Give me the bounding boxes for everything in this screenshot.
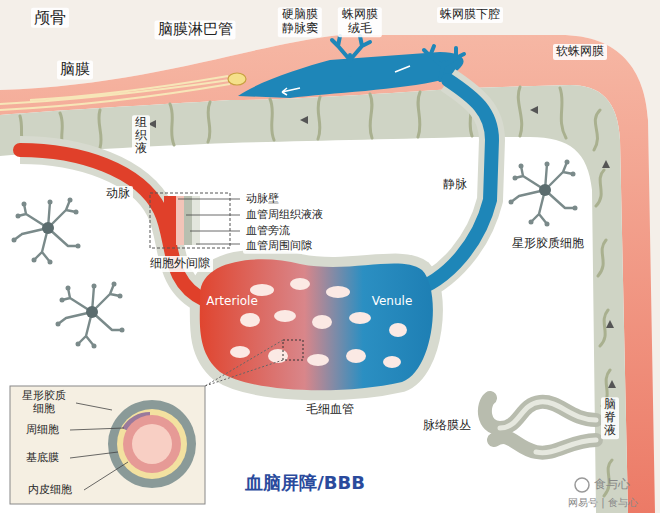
vessel-label: Arteriole <box>206 295 258 309</box>
diagram-title: 血脑屏障/BBB <box>245 471 365 495</box>
flow-arrow <box>606 320 614 328</box>
inset-label: 周细胞 <box>26 424 59 437</box>
subarachnoid-space <box>0 85 628 513</box>
part-label: 动脉 <box>103 186 133 202</box>
gap <box>312 315 332 329</box>
flow-arrow <box>602 160 610 168</box>
lumen <box>132 424 172 464</box>
gap <box>349 312 371 324</box>
part-label: 动脉壁 <box>243 192 282 207</box>
perivascular-space <box>200 259 433 390</box>
part-label: 血管旁流 <box>243 224 293 239</box>
vessel-label: Venule <box>372 295 413 309</box>
capillary-bed <box>200 259 433 390</box>
gap <box>240 313 260 327</box>
meninges-band <box>0 35 655 513</box>
bone-label: 颅骨 <box>31 8 69 28</box>
part-label: 毛细血管 <box>303 402 357 418</box>
astrocyte <box>12 198 81 265</box>
astrocyte-endfeet <box>108 400 196 488</box>
watermark: 食与心 <box>594 478 630 492</box>
inset-panel <box>10 386 205 504</box>
leader-lines <box>70 403 128 490</box>
lymphatic-vessel <box>228 73 246 85</box>
part-label: 蛛网膜绒毛 <box>338 7 382 37</box>
astrocyte <box>56 282 125 349</box>
villus <box>332 36 370 75</box>
watermark-logo <box>575 478 589 492</box>
part-label: 脉络膜丛 <box>420 418 474 434</box>
gap <box>290 278 310 290</box>
part-label: 血管周围间隙 <box>243 239 315 254</box>
inset-label: 星形胶质细胞 <box>20 390 67 415</box>
flow-arrows <box>282 66 410 95</box>
gap <box>326 286 350 298</box>
gap <box>230 346 250 358</box>
artery <box>20 150 205 300</box>
basement-membrane <box>117 409 187 479</box>
perivascular-gap <box>192 196 200 245</box>
magnify-box <box>150 193 230 248</box>
choroid-plexus <box>485 398 596 453</box>
gap <box>389 323 407 337</box>
watermark: 网易号 | 食与心 <box>568 497 638 509</box>
perivascular-fluid <box>176 196 184 245</box>
gap <box>307 354 329 366</box>
flow-arrow <box>608 380 616 388</box>
part-label: 组织液 <box>132 115 150 157</box>
inset-label: 内皮细胞 <box>28 484 72 497</box>
part-label: 硬脑膜静脉窦 <box>278 7 322 37</box>
inset-label: 基底膜 <box>26 452 59 465</box>
zoom-box <box>283 340 303 360</box>
choroid-plexus <box>500 402 596 453</box>
arachnoid-villi <box>332 36 464 80</box>
paravascular-flow <box>184 196 192 245</box>
artery-wall <box>164 196 176 245</box>
endothelium <box>123 415 181 473</box>
gap <box>383 356 401 368</box>
cell-label: 星形胶质细胞 <box>509 236 587 252</box>
gap <box>274 310 296 322</box>
gap <box>346 349 366 363</box>
flow-arrow <box>530 106 538 114</box>
zoom-lines <box>205 340 283 386</box>
capillary-gaps <box>230 278 407 368</box>
vein <box>410 80 492 292</box>
part-label: 血管周组织液液 <box>243 208 326 223</box>
leader-lines <box>178 199 240 244</box>
gap <box>268 349 288 363</box>
flow-arrow <box>300 116 308 124</box>
lymphatic-vessels <box>0 76 230 110</box>
part-label: 静脉 <box>440 177 470 193</box>
part-label: 软蛛网膜 <box>553 44 607 60</box>
part-label: 脑膜 <box>57 60 93 79</box>
part-label: 蛛网膜下腔 <box>437 7 503 23</box>
perivascular-space <box>20 150 205 300</box>
astrocyte <box>509 160 578 227</box>
part-label: 脑脊液 <box>601 397 619 439</box>
part-label: 细胞外间隙 <box>147 256 213 272</box>
part-label: 脑膜淋巴管 <box>155 20 236 39</box>
